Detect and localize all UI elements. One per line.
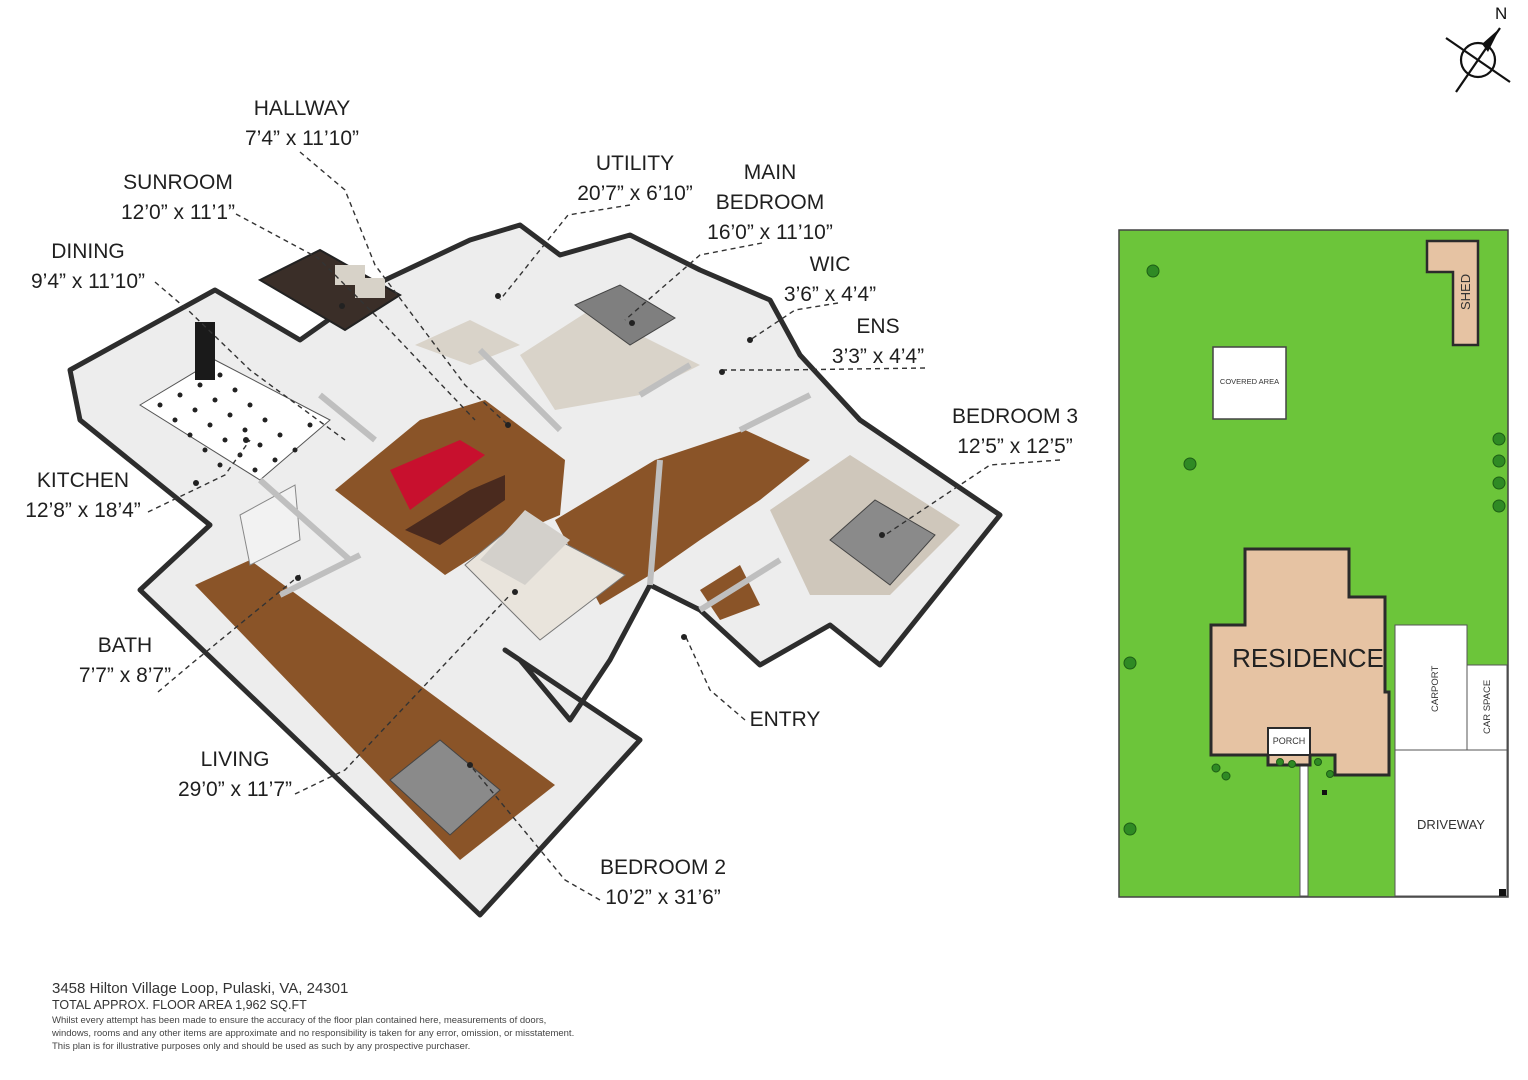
disclaimer-line-2: windows, rooms and any other items are a… [52,1028,575,1039]
label-dining: DINING 9’4” x 11’10” [10,237,166,297]
dining-dimensions: 9’4” x 11’10” [30,270,145,293]
utility-name: UTILITY [595,152,675,175]
bedroom-2-name: BEDROOM 2 [599,856,727,879]
label-entry: ENTRY [740,705,830,735]
living-dimensions: 29’0” x 11’7” [177,778,292,801]
living-name: LIVING [200,748,270,771]
main-bedroom-name-line1: MAIN [743,161,797,184]
label-hallway: HALLWAY 7’4” x 11’10” [220,94,384,154]
stove-icon [195,322,215,380]
porch-label: PORCH [1272,736,1306,746]
driveway-label: DRIVEWAY [1417,817,1485,832]
furniture [239,284,936,836]
dining-name: DINING [51,240,125,263]
hallway-name: HALLWAY [253,97,351,120]
shed [1425,239,1480,347]
covered-area [1212,346,1287,420]
bath-dimensions: 7’7” x 8’7” [78,664,172,687]
covered-area-label: COVERED AREA [1219,377,1280,386]
label-living: LIVING 29’0” x 11’7” [160,745,310,805]
wic-name: WIC [809,253,851,276]
label-ens: ENS 3’3” x 4’4” [818,312,938,372]
carport-label: CARPORT [1430,665,1441,712]
kitchen-dimensions: 12’8” x 18’4” [25,499,141,522]
walkway [1299,764,1309,897]
footer: 3458 Hilton Village Loop, Pulaski, VA, 2… [52,980,732,1053]
label-utility: UTILITY 20’7” x 6’10” [555,149,715,209]
label-wic: WIC 3’6” x 4’4” [770,250,890,310]
room-markers [193,293,885,768]
tree-icons [1123,264,1506,836]
ens-name: ENS [856,315,900,338]
main-bedroom-name-line2: BEDROOM [715,191,825,214]
total-floor-area: TOTAL APPROX. FLOOR AREA 1,962 SQ.FT [52,998,307,1012]
disclaimer-line-3: This plan is for illustrative purposes o… [52,1041,471,1052]
floor-plan-3d [67,222,1003,918]
main-bedroom-dimensions: 16’0” x 11’10” [707,221,833,244]
kitchen-floor [139,322,331,481]
sunroom-name: SUNROOM [123,171,233,194]
label-main-bedroom: MAIN BEDROOM 16’0” x 11’10” [690,158,850,248]
property-address: 3458 Hilton Village Loop, Pulaski, VA, 2… [52,980,349,997]
residence-label: RESIDENCE [1232,643,1384,673]
bedroom-2-dimensions: 10’2” x 31’6” [605,886,721,909]
bedroom-3-name: BEDROOM 3 [951,405,1079,428]
compass-north-label: N [1495,4,1508,23]
sunroom-floor [257,248,402,332]
hallway-dimensions: 7’4” x 11’10” [244,127,359,150]
label-bedroom-2: BEDROOM 2 10’2” x 31’6” [588,853,738,913]
dining-table [390,440,485,510]
shed-label: SHED [1458,273,1473,310]
kitchen-name: KITCHEN [36,469,130,492]
compass [1445,27,1511,93]
wic-dimensions: 3’6” x 4’4” [783,283,877,306]
entry-name: ENTRY [749,708,821,731]
label-kitchen: KITCHEN 12’8” x 18’4” [12,466,154,526]
label-bedroom-3: BEDROOM 3 12’5” x 12’5” [940,402,1090,462]
porch [1267,727,1311,756]
bath-name: BATH [97,634,153,657]
disclaimer-line-1: Whilst every attempt has been made to en… [52,1015,547,1026]
car-space-label: CAR SPACE [1482,679,1493,734]
label-bath: BATH 7’7” x 8’7” [64,631,186,691]
bedroom-3-dimensions: 12’5” x 12’5” [957,435,1073,458]
label-sunroom: SUNROOM 12’0” x 11’1” [100,168,256,228]
site-plan [1118,229,1509,898]
residence [1209,547,1391,777]
leader-lines [147,151,1061,901]
north-arrow-icon [1482,28,1500,52]
ens-dimensions: 3’3” x 4’4” [831,345,925,368]
utility-dimensions: 20’7” x 6’10” [577,182,693,205]
carport [1394,624,1468,751]
sunroom-dimensions: 12’0” x 11’1” [120,201,235,224]
interior-walls [258,347,812,613]
car-space [1466,664,1508,751]
